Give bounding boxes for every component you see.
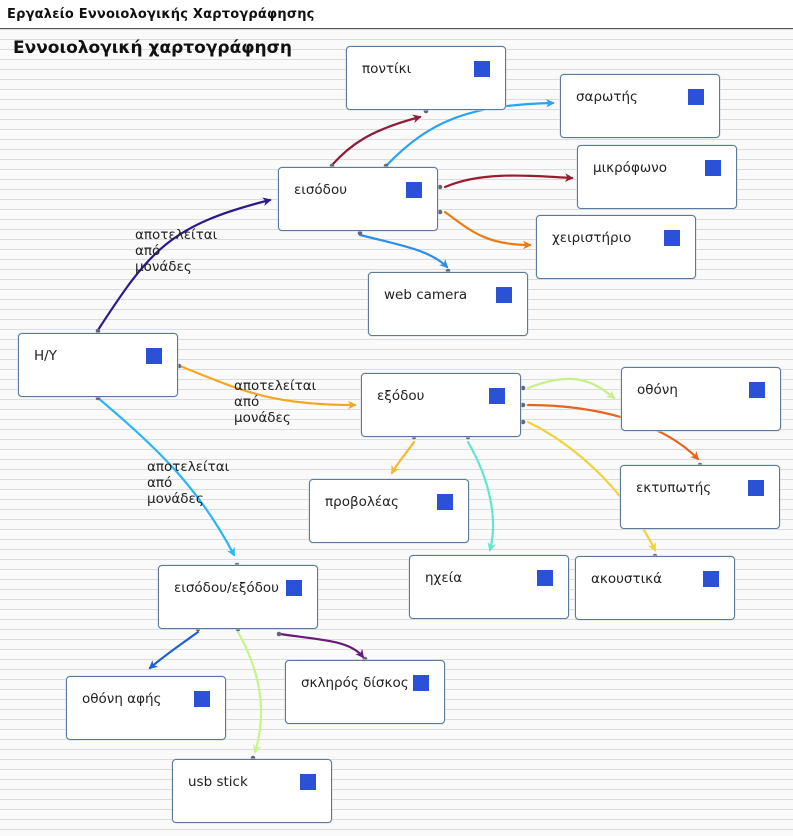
node-label: χειριστήριο <box>552 230 632 246</box>
node-xeiristirio[interactable]: χειριστήριο <box>536 215 696 279</box>
node-label: οθόνη αφής <box>82 691 162 707</box>
edge-label-line: αποτελείται <box>234 378 317 394</box>
node-label: εισόδου/εξόδου <box>174 580 279 596</box>
link-exodou-othoni <box>526 377 616 400</box>
edge-label-line: αποτελείται <box>147 459 230 475</box>
node-ektypotis[interactable]: εκτυπωτής <box>620 465 780 529</box>
link-eio-usb-stick <box>236 630 263 754</box>
edge-label-line: από <box>147 475 173 491</box>
node-handle-icon[interactable] <box>489 388 505 404</box>
node-handle-icon[interactable] <box>749 382 765 398</box>
node-eisodou-exodou[interactable]: εισόδου/εξόδου <box>158 565 318 629</box>
node-label: εκτυπωτής <box>636 480 712 496</box>
node-handle-icon[interactable] <box>537 570 553 586</box>
edge-label-line: από <box>135 243 161 259</box>
edge-label-hy-exodou: αποτελείται από μονάδες <box>234 378 316 426</box>
node-mikrofono[interactable]: μικρόφωνο <box>577 145 737 209</box>
link-eisodou-mikrofono <box>443 173 574 189</box>
node-eisodou[interactable]: εισόδου <box>278 167 438 231</box>
edge-label-hy-eisodou-exodou: αποτελείται από μονάδες <box>147 459 229 507</box>
node-othoni-afis[interactable]: οθόνη αφής <box>66 676 226 740</box>
node-handle-icon[interactable] <box>146 348 162 364</box>
node-hy[interactable]: H/Y <box>18 333 178 397</box>
node-label: σαρωτής <box>576 89 638 105</box>
edge-label-line: από <box>234 394 260 410</box>
node-handle-icon[interactable] <box>286 580 302 596</box>
node-webcamera[interactable]: web camera <box>368 272 528 336</box>
node-handle-icon[interactable] <box>688 89 704 105</box>
node-label: μικρόφωνο <box>593 160 667 176</box>
node-handle-icon[interactable] <box>748 480 764 496</box>
node-label: σκληρός δίσκος <box>301 675 409 691</box>
edge-label-line: αποτελείται <box>135 227 218 243</box>
edge-label-hy-eisodou: αποτελείται από μονάδες <box>135 227 217 275</box>
node-handle-icon[interactable] <box>664 230 680 246</box>
node-label: εξόδου <box>377 388 425 404</box>
node-ixeia[interactable]: ηχεία <box>409 555 569 619</box>
app-title-bar: Εργαλείο Εννοιολογικής Χαρτογράφησης <box>0 0 793 29</box>
node-label: ηχεία <box>425 570 463 586</box>
node-handle-icon[interactable] <box>437 494 453 510</box>
node-label: οθόνη <box>637 382 678 398</box>
link-exodou-provoleas <box>390 440 416 475</box>
node-provoleas[interactable]: προβολέας <box>309 479 469 543</box>
node-handle-icon[interactable] <box>194 691 210 707</box>
link-hy-exodou <box>178 364 357 410</box>
node-handle-icon[interactable] <box>496 287 512 303</box>
node-akoustika[interactable]: ακουστικά <box>575 556 735 620</box>
link-eisodou-pontiki <box>330 114 422 167</box>
link-eisodou-xeiristirio <box>443 210 532 250</box>
link-exodou-akoustika <box>526 420 657 552</box>
link-eisodou-webcamera <box>358 233 449 269</box>
node-label: H/Y <box>34 348 57 364</box>
link-exodou-ixeia <box>466 440 497 552</box>
app-title: Εργαλείο Εννοιολογικής Χαρτογράφησης <box>7 7 315 22</box>
edge-label-line: μονάδες <box>147 491 204 507</box>
node-handle-icon[interactable] <box>406 182 422 198</box>
node-sarotis[interactable]: σαρωτής <box>560 74 720 138</box>
node-sklyros-diskos[interactable]: σκληρός δίσκος <box>285 660 445 724</box>
link-eio-othoni-afis <box>148 630 200 670</box>
edge-label-line: μονάδες <box>234 410 291 426</box>
link-eio-sklyros-diskos <box>278 632 365 659</box>
link-hy-eisodou <box>96 197 272 332</box>
map-title: Εννοιολογική χαρτογράφηση <box>13 38 293 58</box>
node-label: ακουστικά <box>591 571 663 587</box>
node-label: ποντίκι <box>362 61 412 77</box>
node-label: usb stick <box>188 774 248 790</box>
node-label: εισόδου <box>294 182 348 198</box>
node-exodou[interactable]: εξόδου <box>361 373 521 437</box>
node-handle-icon[interactable] <box>705 160 721 176</box>
node-handle-icon[interactable] <box>474 61 490 77</box>
node-handle-icon[interactable] <box>300 774 316 790</box>
node-handle-icon[interactable] <box>703 571 719 587</box>
edge-label-line: μονάδες <box>135 259 192 275</box>
node-usb-stick[interactable]: usb stick <box>172 759 332 823</box>
link-eisodou-sarotis <box>384 98 555 168</box>
node-othoni[interactable]: οθόνη <box>621 367 781 431</box>
node-label: web camera <box>384 287 468 303</box>
node-pontiki[interactable]: ποντίκι <box>346 46 506 110</box>
node-label: προβολέας <box>325 494 399 510</box>
node-handle-icon[interactable] <box>413 675 429 691</box>
link-hy-eisodou-exodou <box>96 396 236 557</box>
